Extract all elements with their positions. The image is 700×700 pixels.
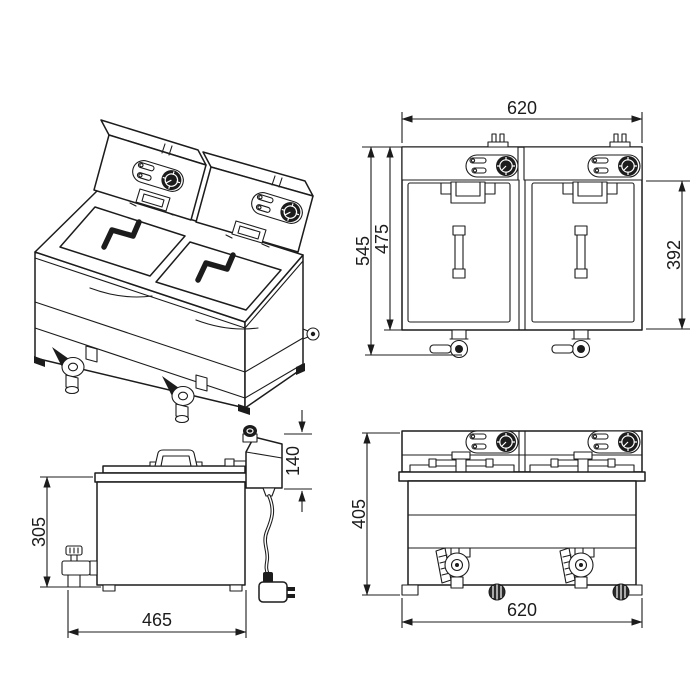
lid-handle-left-icon bbox=[452, 225, 466, 279]
lid-handle-left-icon bbox=[101, 219, 142, 250]
dim-label-top-width: 620 bbox=[507, 98, 537, 118]
top-view: 620 545 475 392 bbox=[353, 98, 690, 359]
side-view: 305 465 140 bbox=[29, 410, 312, 638]
top-rim bbox=[94, 472, 248, 483]
lid-hinge-bracket-right bbox=[225, 220, 270, 248]
temperature-knob-left-icon bbox=[465, 154, 519, 178]
drain-tap-right-icon bbox=[551, 329, 591, 359]
body-outline bbox=[96, 481, 246, 586]
tank-lid-left bbox=[59, 206, 186, 298]
dimension-panel-140: 140 bbox=[283, 410, 312, 512]
dimension-depth-465: 465 bbox=[67, 590, 247, 638]
dim-label-depth-total: 545 bbox=[353, 236, 373, 266]
drain-tap-right-icon bbox=[162, 374, 208, 424]
dimension-height-405: 405 bbox=[349, 432, 400, 596]
hinge-pins-right-icon bbox=[609, 133, 631, 148]
dimension-depth-545: 545 bbox=[353, 146, 462, 356]
dim-label-front-height: 405 bbox=[349, 499, 369, 529]
hinge-pins-left-icon bbox=[487, 133, 509, 148]
dimension-width-620: 620 bbox=[401, 598, 643, 628]
lid-plate bbox=[102, 465, 246, 474]
drain-tap-left-icon bbox=[429, 329, 469, 359]
dim-label-depth-tank: 392 bbox=[664, 240, 684, 270]
dimension-depth-392: 392 bbox=[646, 180, 690, 330]
dim-label-panel-height: 140 bbox=[283, 446, 303, 476]
drain-tap-icon bbox=[61, 545, 98, 588]
temperature-knob-icon bbox=[243, 425, 257, 437]
temperature-knob-left-icon bbox=[465, 430, 519, 454]
control-panel bbox=[242, 425, 283, 489]
rear-foot-knob-icon bbox=[302, 327, 320, 341]
top-plate bbox=[398, 471, 646, 482]
dim-label-front-width: 620 bbox=[507, 600, 537, 620]
feet bbox=[34, 356, 305, 415]
power-plug-icon bbox=[258, 572, 295, 603]
dimension-depth-475: 475 bbox=[372, 146, 402, 331]
dimension-width-620: 620 bbox=[401, 98, 643, 143]
round-foot-right-icon bbox=[612, 583, 630, 601]
body-outline bbox=[407, 480, 637, 586]
front-view: 405 620 bbox=[349, 430, 646, 628]
power-cord bbox=[262, 487, 276, 576]
tank-divider bbox=[518, 179, 526, 331]
feet bbox=[102, 584, 243, 592]
lid-handle-icon bbox=[149, 449, 203, 467]
dimension-height-305: 305 bbox=[29, 476, 101, 588]
dim-label-side-height: 305 bbox=[29, 517, 49, 547]
lid-handle-right-icon bbox=[574, 225, 588, 279]
drain-tap-left-icon bbox=[52, 345, 98, 395]
feet bbox=[401, 583, 643, 601]
tank-lid-right bbox=[155, 241, 282, 330]
dim-label-depth-body: 475 bbox=[372, 224, 392, 254]
basket-handle-icon bbox=[224, 458, 247, 467]
temperature-knob-right-icon bbox=[587, 154, 641, 178]
lid-handle-right-icon bbox=[195, 252, 236, 283]
isometric-view bbox=[34, 119, 320, 424]
round-foot-left-icon bbox=[488, 583, 506, 601]
temperature-knob-right-icon bbox=[587, 430, 641, 454]
lid-hinge-bracket-left bbox=[129, 188, 174, 216]
dim-label-side-depth: 465 bbox=[142, 610, 172, 630]
